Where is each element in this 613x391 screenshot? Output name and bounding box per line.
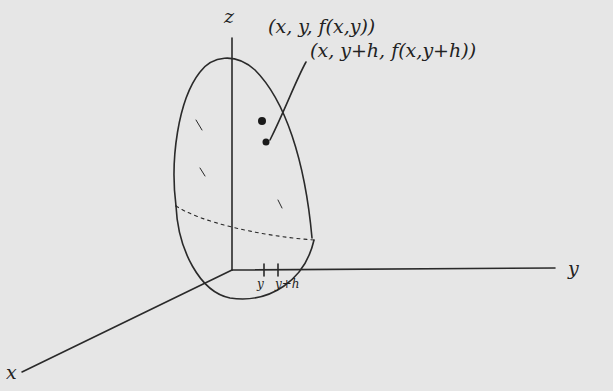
axis-label: y	[568, 258, 579, 279]
point-label: (x, y, f(x,y))	[268, 16, 375, 37]
axis-label: x	[6, 362, 17, 383]
z-axis	[231, 38, 233, 270]
y-axis	[232, 268, 555, 270]
leader-line	[270, 62, 306, 140]
tick-mark	[263, 264, 265, 276]
dome-surface	[174, 58, 312, 238]
surface-point	[263, 139, 270, 146]
tick-label: y	[257, 278, 264, 291]
tick-mark	[277, 264, 279, 276]
tick-label: y+h	[275, 278, 300, 291]
point-label: (x, y+h, f(x,y+h))	[310, 40, 476, 61]
x-axis	[22, 270, 232, 372]
surface-point	[258, 117, 266, 125]
base-back	[176, 206, 314, 240]
shade-stroke	[196, 120, 282, 208]
axis-label: z	[224, 6, 234, 27]
base-curve	[176, 206, 314, 299]
